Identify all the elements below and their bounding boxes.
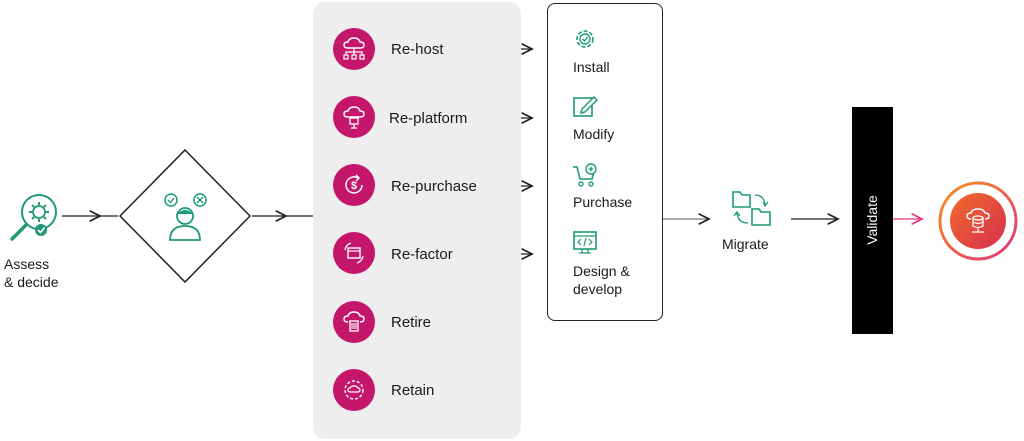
step-design-develop-label: Design & develop [573,262,630,298]
cloud-trash-icon [343,311,365,332]
option-rehost-circle [333,28,375,70]
option-retire-label: Retire [391,314,432,331]
assess-node [6,190,62,246]
step-design-line2: develop [573,281,623,297]
person-thinking-icon [164,193,207,241]
option-refactor-label: Re-factor [391,246,453,263]
option-rehost-label: Re-host [391,41,444,58]
migration-options-panel [313,2,521,439]
svg-text:$: $ [351,180,357,192]
option-retain-label: Retain [391,382,435,399]
folder-transfer-icon [732,191,771,226]
step-modify-label: Modify [573,126,615,142]
cloud-database-icon [966,208,990,233]
magnifier-gear-icon [10,194,57,241]
browser-code-icon [573,231,597,254]
end-node [937,180,1019,262]
shopping-cart-plus-icon [573,163,597,187]
gear-check-icon [576,30,594,48]
validate-label: Validate [864,195,880,245]
step-design-line1: Design & [573,263,630,279]
step-purchase-label: Purchase [573,194,633,210]
decision-diamond [118,148,252,284]
cloud-server-icon [343,106,365,129]
option-repurchase-label: Re-purchase [391,178,477,195]
steps-box [547,3,663,321]
migrate-label: Migrate [722,236,769,252]
option-retain-circle [333,369,375,411]
option-repurchase-circle: $ [333,164,375,206]
step-install-label: Install [573,59,610,75]
option-replatform-circle [333,96,375,138]
cloud-gear-icon [344,380,364,400]
pencil-edit-icon [573,95,598,117]
window-refresh-icon [344,242,364,264]
dollar-refresh-icon: $ [345,174,363,194]
validate-bar [852,107,893,334]
cloud-network-icon [343,37,365,60]
option-retire-circle [333,301,375,343]
assess-label-line1: Assess [4,256,50,272]
assess-label: Assess & decide [4,255,58,291]
option-replatform-label: Re-platform [389,110,468,127]
option-refactor-circle [333,232,375,274]
assess-label-line2: & decide [4,274,59,290]
